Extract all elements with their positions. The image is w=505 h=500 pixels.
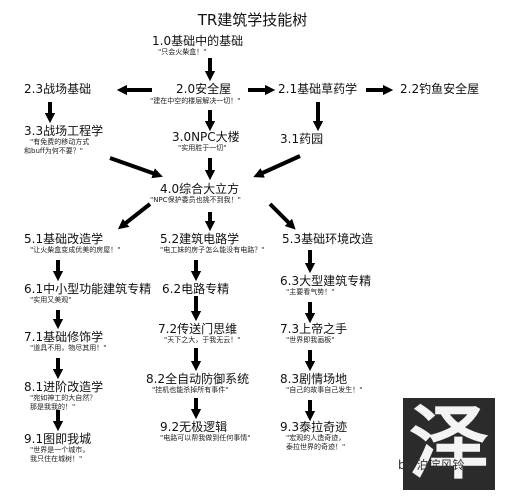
node-8-3-quote: "自己的故事自己发生！" <box>286 386 363 394</box>
node-5-3-title: 5.3基础环境改造 <box>282 232 374 246</box>
node-5-2-title: 5.2建筑电路学 <box>160 232 240 246</box>
node-9-3-quote-line-1: "宏观的人造奇迹， <box>286 434 346 442</box>
node-3-3-quote-line-2: 和buff为何不要？" <box>24 147 83 155</box>
node-5-3: 5.3基础环境改造 <box>282 232 373 246</box>
node-9-1-title: 9.1图即我城 <box>24 432 92 446</box>
node-5-1-quote: "让火柴盒变成优美的房屋！" <box>30 246 121 254</box>
arrow-4-0-to-5-1 <box>117 202 152 230</box>
arrow-3-1-to-4-0 <box>253 154 301 178</box>
node-4-0-title: 4.0综合大立方 <box>160 182 240 196</box>
node-7-3: 7.3上帝之手 "世界即我画板" <box>280 322 347 345</box>
node-4-0-quote: "NPC保护委员也挑不到我！" <box>150 196 241 204</box>
node-2-0-quote: "建在中空的楼层解决一切！" <box>150 97 241 105</box>
node-5-1-title: 5.1基础改造学 <box>24 232 104 246</box>
node-2-3: 2.3战场基础 <box>24 82 91 96</box>
node-8-3-title: 8.3剧情场地 <box>280 372 348 386</box>
node-4-0-quote-wrap: "NPC保护委员也挑不到我！" <box>150 196 241 205</box>
node-6-2: 6.2电路专精 <box>162 282 229 296</box>
node-9-2-quote: "电路可以帮我做到任何事情" <box>160 434 251 442</box>
node-2-2-title: 2.2钓鱼安全屋 <box>400 82 480 96</box>
node-2-0-title: 2.0安全屋 <box>176 82 232 96</box>
node-7-3-quote: "世界即我画板" <box>286 336 335 344</box>
node-7-1-title: 7.1基础修饰学 <box>24 330 104 344</box>
node-2-1: 2.1基础草药学 <box>278 82 357 96</box>
node-6-3-quote: "主要看气势！" <box>286 288 335 296</box>
node-5-2-quote: "电工妹的房子怎么能没有电路？" <box>160 246 265 254</box>
node-8-2-quote: "挂机也能杀掉所有事件" <box>152 386 229 394</box>
node-7-2: 7.2传送门思维 "天下之大，于我无云！" <box>158 322 240 345</box>
node-3-3-title: 3.3战场工程学 <box>24 124 104 138</box>
watermark-badge: 泽 <box>403 398 495 490</box>
node-2-2: 2.2钓鱼安全屋 <box>400 82 479 96</box>
node-8-2: 8.2全自动防御系统 "挂机也能杀掉所有事件" <box>146 372 249 395</box>
author-credit: by 泊淀风铃 <box>398 458 465 472</box>
node-1-0-title: 1.0基础中的基础 <box>152 34 244 48</box>
node-6-1-quote: "实用又美观" <box>30 296 72 304</box>
node-1-0: 1.0基础中的基础 "只会火柴盒！" <box>152 34 243 57</box>
node-9-1-quote-line-2: 我只住在城树！" <box>30 455 83 463</box>
node-2-1-title: 2.1基础草药学 <box>278 82 358 96</box>
node-7-2-quote: "天下之大，于我无云！" <box>164 336 241 344</box>
node-9-3-quote-line-2: 泰拉世界的奇迹！" <box>286 443 346 451</box>
node-3-0: 3.0NPC大楼 "实用胜于一切" <box>172 130 240 153</box>
node-7-1: 7.1基础修饰学 "道具不用，物尽其用！" <box>24 330 106 353</box>
node-9-1-quote-line-1: "世界是一个城市， <box>30 446 90 454</box>
node-9-2-title: 9.2无极逻辑 <box>160 420 228 434</box>
node-5-1: 5.1基础改造学 "让火柴盒变成优美的房屋！" <box>24 232 120 255</box>
arrow-4-0-to-5-3 <box>268 202 296 230</box>
node-3-3: 3.3战场工程学 "有免费的移动方式 和buff为何不要？" <box>24 124 103 156</box>
arrow-3-3-to-4-0 <box>109 156 163 179</box>
node-2-0-quote-wrap: "建在中空的楼层解决一切！" <box>150 97 240 106</box>
diagram-title: TR建筑学技能树 <box>197 11 308 29</box>
node-5-2: 5.2建筑电路学 "电工妹的房子怎么能没有电路？" <box>160 232 264 255</box>
node-6-3-title: 6.3大型建筑专精 <box>280 274 372 288</box>
node-3-0-title: 3.0NPC大楼 <box>172 130 240 144</box>
node-6-3: 6.3大型建筑专精 "主要看气势！" <box>280 274 371 297</box>
node-6-2-title: 6.2电路专精 <box>162 282 230 296</box>
node-9-3: 9.3泰拉奇迹 "宏观的人造奇迹， 泰拉世界的奇迹！" <box>280 420 347 452</box>
node-4-0: 4.0综合大立方 <box>160 182 239 196</box>
node-3-1: 3.1药园 <box>280 132 323 146</box>
node-1-0-quote: "只会火柴盒！" <box>158 48 207 56</box>
watermark-glyph: 泽 <box>409 397 489 490</box>
node-7-3-title: 7.3上帝之手 <box>280 322 348 336</box>
node-8-1-quote-line-2: 那是我我的！" <box>30 403 76 411</box>
node-9-1: 9.1图即我城 "世界是一个城市， 我只住在城树！" <box>24 432 91 464</box>
node-7-2-title: 7.2传送门思维 <box>158 322 238 336</box>
node-2-3-title: 2.3战场基础 <box>24 82 92 96</box>
node-2-0: 2.0安全屋 <box>176 82 231 96</box>
node-8-1-title: 8.1进阶改造学 <box>24 380 104 394</box>
node-8-1-quote-line-1: "宛如神工的大自然？ <box>30 394 97 402</box>
node-8-2-title: 8.2全自动防御系统 <box>146 372 250 386</box>
node-6-1-title: 6.1中小型功能建筑专精 <box>24 282 152 296</box>
node-3-0-quote: "实用胜于一切" <box>178 144 227 152</box>
node-8-1: 8.1进阶改造学 "宛如神工的大自然？ 那是我我的！" <box>24 380 103 412</box>
node-7-1-quote: "道具不用，物尽其用！" <box>30 344 107 352</box>
node-3-3-quote-line-1: "有免费的移动方式 <box>30 138 90 146</box>
node-6-1: 6.1中小型功能建筑专精 "实用又美观" <box>24 282 151 305</box>
node-9-3-title: 9.3泰拉奇迹 <box>280 420 348 434</box>
node-3-1-title: 3.1药园 <box>280 132 324 146</box>
node-8-3: 8.3剧情场地 "自己的故事自己发生！" <box>280 372 362 395</box>
node-9-2: 9.2无极逻辑 "电路可以帮我做到任何事情" <box>160 420 250 443</box>
